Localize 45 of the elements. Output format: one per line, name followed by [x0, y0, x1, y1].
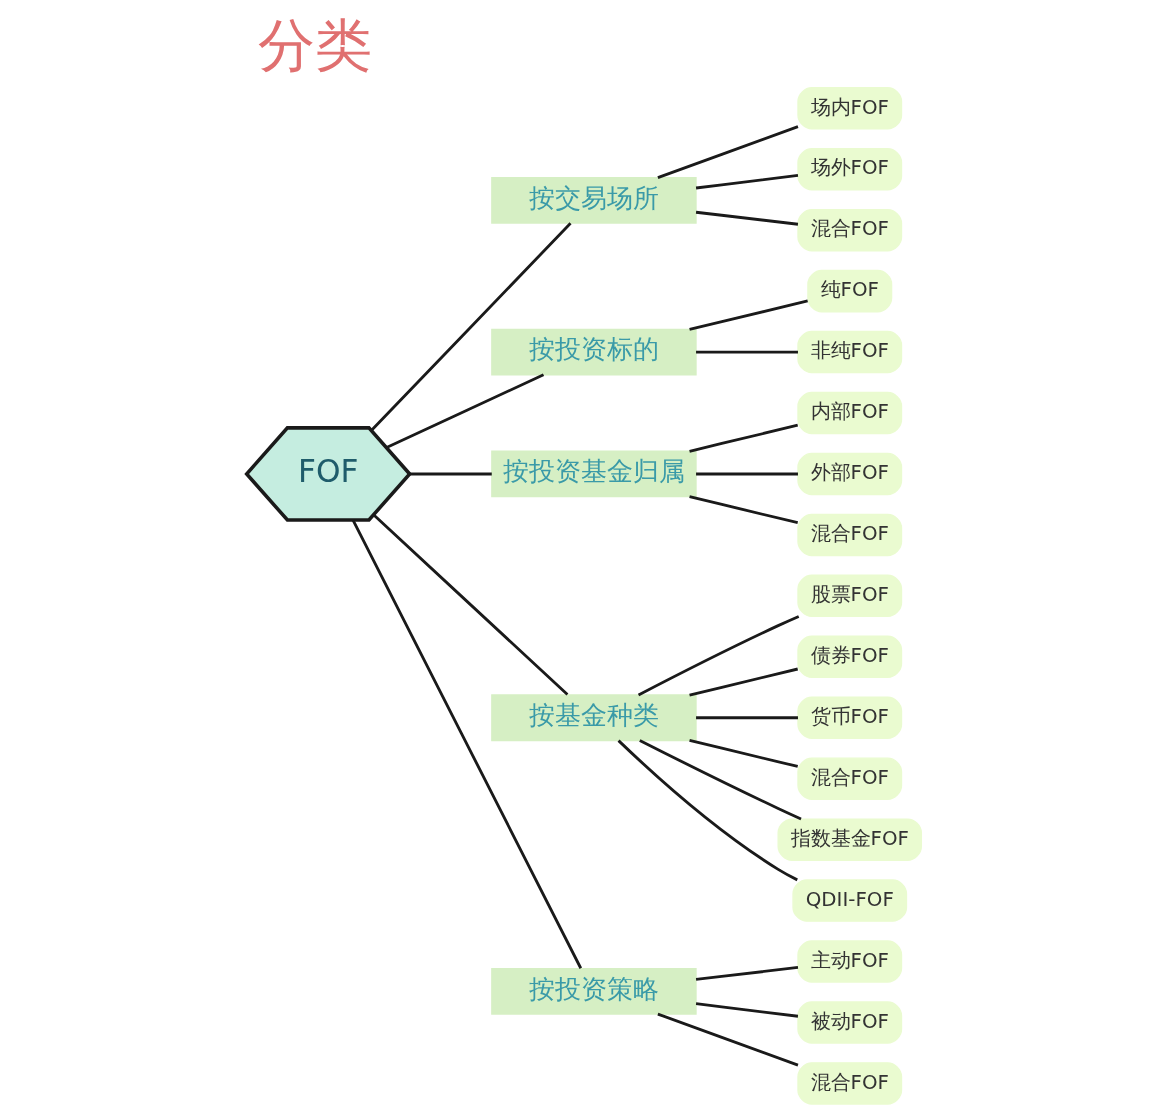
connector — [617, 739, 798, 882]
node-box: 股票FOF — [796, 574, 902, 618]
node-box: 场外FOF — [796, 147, 902, 191]
node-box: 被动FOF — [796, 1001, 902, 1044]
connector — [695, 174, 798, 190]
node-box: 混合FOF — [796, 513, 902, 557]
connector — [370, 222, 572, 431]
connector — [688, 667, 798, 697]
node-box: 按基金种类 — [490, 694, 697, 742]
node-box: 货币FOF — [796, 696, 902, 739]
connector — [688, 739, 798, 768]
connector — [656, 1012, 798, 1067]
connector — [638, 739, 802, 821]
connector — [695, 472, 798, 476]
node-box: 混合FOF — [796, 1062, 902, 1105]
node-box: 混合FOF — [796, 757, 902, 800]
connector — [688, 423, 798, 453]
node-box: 按交易场所 — [490, 177, 697, 224]
connector — [409, 472, 492, 476]
node-box: 按投资标的 — [490, 328, 697, 376]
connector — [688, 299, 808, 331]
node-box: 混合FOF — [796, 208, 902, 252]
node-box: QDII-FOF — [791, 879, 907, 922]
diagram-title: 分类 — [257, 12, 372, 79]
node-box: 按投资基金归属 — [490, 450, 697, 498]
connector — [695, 1002, 798, 1018]
connector — [656, 125, 798, 179]
node-box: 指数基金FOF — [776, 818, 922, 861]
connector — [637, 615, 799, 697]
connector — [695, 350, 798, 354]
node-box: 外部FOF — [796, 452, 902, 496]
node-box: 纯FOF — [806, 269, 892, 313]
node-box: 主动FOF — [796, 940, 902, 983]
node-box: 债券FOF — [796, 635, 902, 679]
connector — [688, 495, 798, 525]
connector — [695, 716, 798, 720]
connector — [385, 373, 544, 449]
connector — [695, 966, 798, 981]
node-box: 非纯FOF — [796, 330, 902, 374]
node-box: 场内FOF — [796, 87, 902, 130]
connector — [372, 513, 568, 696]
node-box: 按投资策略 — [490, 967, 697, 1015]
node-box: 内部FOF — [796, 391, 902, 435]
connector — [695, 210, 798, 226]
connector — [351, 519, 582, 969]
